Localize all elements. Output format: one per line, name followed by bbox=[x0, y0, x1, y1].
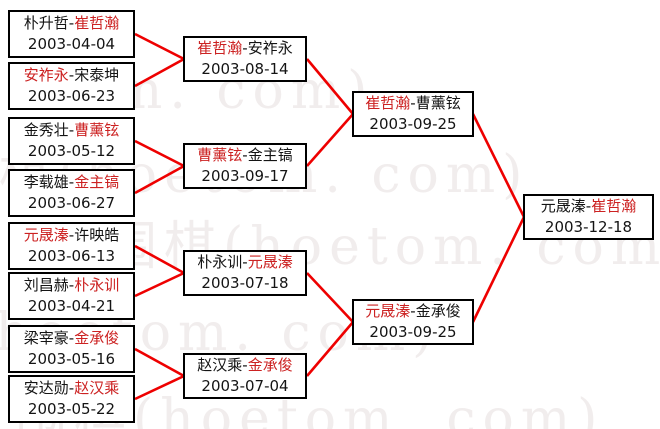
player-name: 宋泰坤 bbox=[74, 66, 120, 84]
player-name: 元晟溱 bbox=[365, 302, 411, 320]
separator: - bbox=[68, 379, 75, 397]
player-name: 曹薰铉 bbox=[197, 146, 243, 164]
match-date: 2003-06-27 bbox=[27, 194, 116, 212]
match-box-r2-2: 曹薰铉-金主镐 2003-09-17 bbox=[183, 143, 307, 189]
match-players: 金秀壮-曹薰铉 bbox=[24, 120, 119, 141]
match-players: 李载雄-金主镐 bbox=[24, 172, 119, 193]
player-name: 赵汉乘 bbox=[74, 379, 120, 397]
match-players: 刘昌赫-朴永训 bbox=[24, 275, 119, 296]
player-name: 崔哲瀚 bbox=[365, 94, 411, 112]
match-players: 安祚永-宋泰坤 bbox=[24, 65, 119, 86]
separator: - bbox=[68, 173, 75, 191]
match-box-r1-2: 安祚永-宋泰坤 2003-06-23 bbox=[8, 62, 135, 110]
match-players: 元晟溱-许映皓 bbox=[24, 225, 119, 246]
player-name: 崔哲瀚 bbox=[74, 14, 120, 32]
match-box-sf-2: 元晟溱-金承俊 2003-09-25 bbox=[352, 299, 474, 345]
player-name: 安祚永 bbox=[247, 39, 293, 57]
match-date: 2003-12-18 bbox=[544, 218, 633, 236]
separator: - bbox=[68, 66, 75, 84]
separator: - bbox=[68, 329, 75, 347]
match-box-r2-3: 朴永训-元晟溱 2003-07-18 bbox=[183, 250, 307, 296]
match-date: 2003-05-16 bbox=[27, 350, 116, 368]
match-box-r1-1: 朴升哲-崔哲瀚 2003-04-04 bbox=[8, 10, 135, 58]
match-box-r1-5: 元晟溱-许映皓 2003-06-13 bbox=[8, 222, 135, 270]
match-date: 2003-04-04 bbox=[27, 35, 116, 53]
match-players: 曹薰铉-金主镐 bbox=[197, 145, 292, 166]
match-players: 朴升哲-崔哲瀚 bbox=[24, 13, 119, 34]
match-date: 2003-07-04 bbox=[201, 377, 289, 395]
match-date: 2003-09-25 bbox=[369, 323, 457, 341]
match-box-final: 元晟溱-崔哲瀚 2003-12-18 bbox=[523, 194, 654, 240]
match-date: 2003-09-25 bbox=[369, 115, 457, 133]
player-name: 安祚永 bbox=[23, 66, 69, 84]
player-name: 刘昌赫 bbox=[23, 276, 69, 294]
match-box-r2-1: 崔哲瀚-安祚永 2003-08-14 bbox=[183, 36, 307, 82]
player-name: 赵汉乘 bbox=[197, 356, 243, 374]
player-name: 金承俊 bbox=[415, 302, 461, 320]
player-name: 朴永训 bbox=[197, 253, 243, 271]
player-name: 元晟溱 bbox=[247, 253, 293, 271]
match-date: 2003-04-21 bbox=[27, 297, 116, 315]
match-players: 朴永训-元晟溱 bbox=[197, 252, 292, 273]
separator: - bbox=[68, 226, 75, 244]
match-date: 2003-05-12 bbox=[27, 142, 116, 160]
player-name: 金主镐 bbox=[74, 173, 120, 191]
player-name: 李载雄 bbox=[23, 173, 69, 191]
match-date: 2003-06-13 bbox=[27, 247, 116, 265]
player-name: 金主镐 bbox=[247, 146, 293, 164]
player-name: 金承俊 bbox=[247, 356, 293, 374]
match-players: 安达勋-赵汉乘 bbox=[24, 378, 119, 399]
match-box-r1-3: 金秀壮-曹薰铉 2003-05-12 bbox=[8, 117, 135, 165]
separator: - bbox=[242, 146, 248, 164]
match-box-r1-6: 刘昌赫-朴永训 2003-04-21 bbox=[8, 272, 135, 320]
separator: - bbox=[68, 276, 75, 294]
match-players: 崔哲瀚-曹薰铉 bbox=[365, 93, 460, 114]
match-players: 梁宰豪-金承俊 bbox=[24, 328, 119, 349]
separator: - bbox=[68, 14, 75, 32]
separator: - bbox=[242, 356, 248, 374]
player-name: 梁宰豪 bbox=[23, 329, 69, 347]
player-name: 元晟溱 bbox=[540, 197, 586, 215]
match-box-r1-7: 梁宰豪-金承俊 2003-05-16 bbox=[8, 325, 135, 373]
match-date: 2003-06-23 bbox=[27, 87, 116, 105]
player-name: 金承俊 bbox=[74, 329, 120, 347]
match-players: 元晟溱-金承俊 bbox=[365, 301, 460, 322]
match-players: 赵汉乘-金承俊 bbox=[197, 355, 292, 376]
player-name: 曹薰铉 bbox=[74, 121, 120, 139]
match-box-r1-4: 李载雄-金主镐 2003-06-27 bbox=[8, 169, 135, 217]
match-box-sf-1: 崔哲瀚-曹薰铉 2003-09-25 bbox=[352, 91, 474, 137]
player-name: 朴永训 bbox=[74, 276, 120, 294]
match-players: 元晟溱-崔哲瀚 bbox=[541, 196, 636, 217]
match-date: 2003-05-22 bbox=[27, 400, 116, 418]
match-players: 崔哲瀚-安祚永 bbox=[197, 38, 292, 59]
match-box-r2-4: 赵汉乘-金承俊 2003-07-04 bbox=[183, 353, 307, 399]
separator: - bbox=[585, 197, 592, 215]
player-name: 曹薰铉 bbox=[415, 94, 461, 112]
separator: - bbox=[410, 302, 416, 320]
player-name: 元晟溱 bbox=[23, 226, 69, 244]
player-name: 许映皓 bbox=[74, 226, 120, 244]
separator: - bbox=[410, 94, 416, 112]
match-date: 2003-07-18 bbox=[201, 274, 289, 292]
match-box-r1-8: 安达勋-赵汉乘 2003-05-22 bbox=[8, 375, 135, 423]
player-name: 安达勋 bbox=[23, 379, 69, 397]
match-date: 2003-08-14 bbox=[201, 60, 289, 78]
player-name: 崔哲瀚 bbox=[197, 39, 243, 57]
separator: - bbox=[242, 39, 248, 57]
separator: - bbox=[242, 253, 248, 271]
player-name: 金秀壮 bbox=[23, 121, 69, 139]
separator: - bbox=[68, 121, 75, 139]
match-date: 2003-09-17 bbox=[201, 167, 289, 185]
player-name: 崔哲瀚 bbox=[591, 197, 637, 215]
player-name: 朴升哲 bbox=[23, 14, 69, 32]
